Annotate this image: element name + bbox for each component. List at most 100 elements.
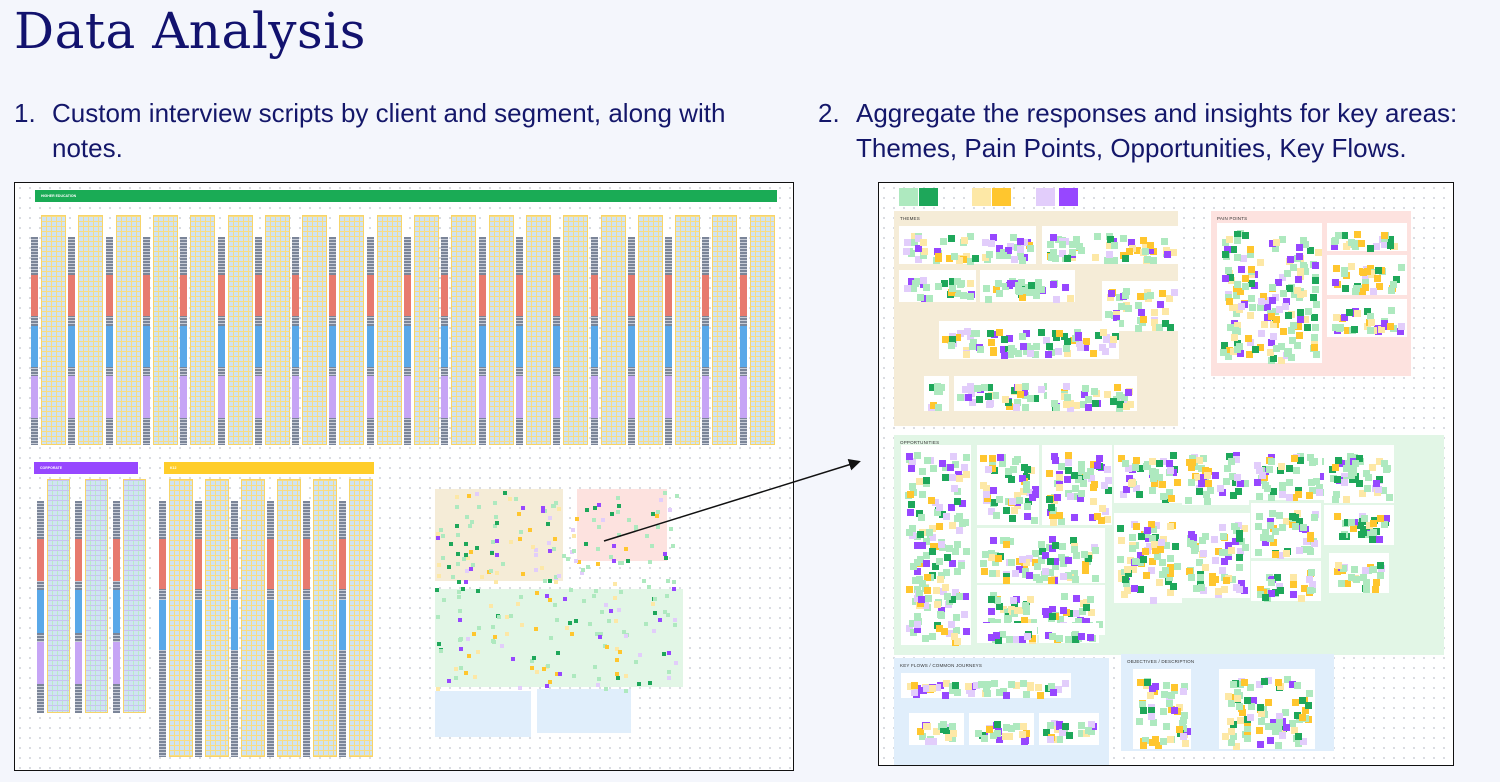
- sticky-note: [1221, 342, 1229, 350]
- sticky-note: [984, 689, 992, 697]
- mini-sticky: [557, 573, 562, 578]
- mini-sticky: [565, 626, 570, 631]
- sticky-note: [1070, 536, 1078, 544]
- sticky-note: [922, 601, 930, 609]
- sticky-note: [1279, 490, 1287, 498]
- sticky-note: [1074, 333, 1082, 341]
- sticky-note: [1058, 553, 1066, 561]
- sticky-note: [1303, 538, 1311, 546]
- sticky-note: [930, 543, 938, 551]
- sticky-note: [987, 607, 995, 615]
- sticky-note: [1080, 400, 1088, 408]
- sticky-note: [934, 387, 942, 395]
- sticky-note: [1231, 523, 1239, 531]
- sticky-note: [1285, 478, 1293, 486]
- sticky-note: [1397, 328, 1405, 336]
- mini-sticky: [665, 612, 670, 617]
- sticky-note: [1013, 723, 1021, 731]
- sticky-note: [1190, 534, 1198, 542]
- sticky-note: [1247, 338, 1255, 346]
- sticky-note: [911, 233, 919, 241]
- mini-sticky: [504, 614, 509, 619]
- sticky-note: [1241, 678, 1249, 686]
- strip-segment: [68, 325, 76, 367]
- sticky-note: [1150, 247, 1158, 255]
- mini-sticky: [634, 526, 639, 531]
- sticky-note: [1225, 452, 1233, 460]
- sticky-note: [1291, 523, 1299, 531]
- list-item-aggregate: 2. Aggregate the responses and insights …: [818, 96, 1498, 166]
- sticky-note: [1035, 576, 1043, 584]
- sticky-note: [1195, 558, 1203, 566]
- sticky-note: [1062, 344, 1070, 352]
- sticky-note: [1125, 388, 1133, 396]
- sticky-note: [1149, 596, 1157, 604]
- sticky-note: [942, 680, 950, 688]
- sticky-note: [1257, 703, 1265, 711]
- mini-sticky: [654, 514, 659, 519]
- sticky-note: [1343, 519, 1351, 527]
- sticky-note: [1293, 466, 1301, 474]
- sticky-note: [1002, 691, 1010, 699]
- sticky-note: [1049, 633, 1057, 641]
- sticky-note: [1021, 563, 1029, 571]
- mini-sticky: [441, 598, 446, 603]
- mini-sticky: [467, 493, 472, 498]
- cluster-card: [1329, 553, 1389, 593]
- strip-segment: [366, 325, 374, 367]
- sticky-note: [988, 239, 996, 247]
- sticky-note: [952, 588, 960, 596]
- strip-segment: [329, 325, 337, 367]
- sticky-note: [1067, 400, 1075, 408]
- sticky-note: [1376, 514, 1384, 522]
- sticky-note: [953, 498, 961, 506]
- mini-sticky: [634, 659, 639, 664]
- sticky-note: [1256, 258, 1264, 266]
- sticky-note: [984, 680, 992, 688]
- sticky-note: [1032, 559, 1040, 567]
- sticky-note: [933, 684, 941, 692]
- sticky-note: [946, 255, 954, 262]
- sticky-note: [1071, 485, 1079, 493]
- sticky-note: [1058, 518, 1066, 526]
- sticky-note: [1237, 266, 1245, 274]
- mini-sticky: [510, 656, 515, 661]
- sticky-note: [1332, 495, 1340, 503]
- mini-sticky: [665, 579, 670, 584]
- sticky-note: [1004, 497, 1012, 505]
- sticky-note: [1245, 350, 1253, 358]
- sticky-note: [950, 252, 958, 260]
- sticky-note: [1125, 305, 1133, 313]
- sticky-note: [1187, 478, 1195, 486]
- sticky-note: [968, 390, 976, 398]
- sticky-note: [950, 485, 958, 493]
- sticky-note: [942, 473, 950, 481]
- mini-sticky: [518, 595, 523, 600]
- sticky-note: [1289, 336, 1297, 344]
- sticky-note: [1087, 720, 1095, 728]
- sticky-note: [1309, 580, 1317, 588]
- sticky-note: [983, 284, 991, 292]
- sticky-note: [1030, 619, 1038, 627]
- sticky-note: [909, 563, 917, 571]
- sticky-note: [1095, 331, 1103, 339]
- sticky-note: [1347, 518, 1355, 526]
- sticky-note: [1051, 453, 1059, 461]
- sticky-note: [1181, 711, 1189, 719]
- sticky-note: [914, 452, 922, 460]
- sticky-note: [1373, 480, 1381, 488]
- sticky-note: [1047, 722, 1055, 730]
- sticky-note: [1362, 278, 1370, 286]
- sticky-note: [1133, 522, 1140, 530]
- sticky-note: [1023, 503, 1031, 511]
- sticky-note: [1272, 550, 1280, 558]
- region-label: OPPORTUNITIES: [900, 440, 940, 445]
- sticky-note: [1291, 290, 1298, 298]
- sticky-note: [1347, 472, 1355, 480]
- sticky-note: [1013, 243, 1021, 251]
- sticky-note: [904, 239, 912, 247]
- sticky-note: [1282, 549, 1290, 557]
- mini-sticky: [516, 511, 521, 516]
- sticky-note: [1004, 247, 1012, 254]
- sticky-note: [1221, 251, 1229, 259]
